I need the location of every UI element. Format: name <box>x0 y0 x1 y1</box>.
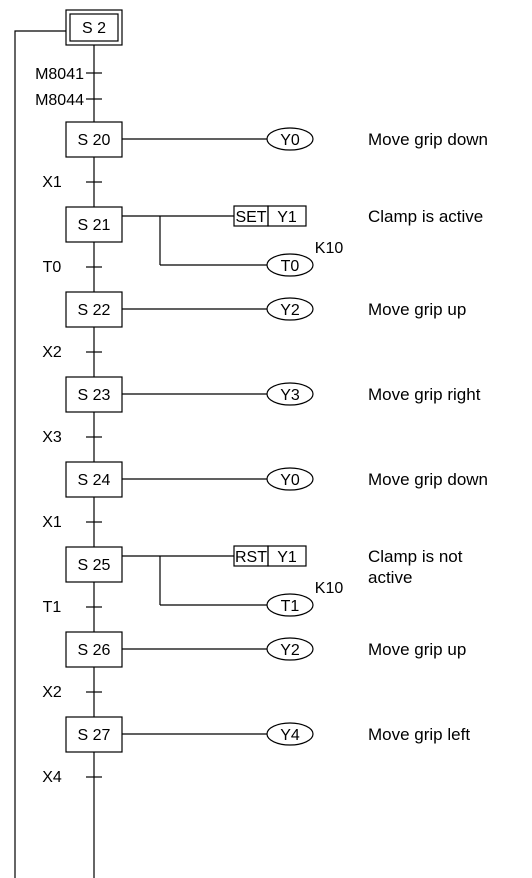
coil-label: Y0 <box>280 132 300 149</box>
step-description: active <box>368 568 412 587</box>
transition-label: T1 <box>43 599 62 616</box>
instr-arg-box <box>267 205 307 227</box>
transition-label: X3 <box>42 429 62 446</box>
coil-label: Y3 <box>280 387 300 404</box>
step-description: Move grip up <box>368 300 466 319</box>
step-description: Move grip up <box>368 640 466 659</box>
step-description: Clamp is not <box>368 547 463 566</box>
return-loop-line <box>14 30 66 878</box>
step-label: S 20 <box>78 132 111 149</box>
initial-step-label: S 2 <box>82 20 106 37</box>
step-label: S 22 <box>78 302 111 319</box>
coil-label: T0 <box>281 258 300 275</box>
step-label: S 26 <box>78 642 111 659</box>
transition-label: X2 <box>42 684 62 701</box>
step-description: Move grip down <box>368 130 488 149</box>
coil-ellipse <box>266 722 314 746</box>
step-label: S 24 <box>78 472 111 489</box>
coil-ellipse <box>266 593 314 617</box>
coil-ellipse <box>266 637 314 661</box>
transition-label: X1 <box>42 514 62 531</box>
coil-preset: K10 <box>315 580 344 597</box>
instr-arg-label: Y1 <box>277 209 297 226</box>
transition-label: X4 <box>42 769 62 786</box>
instr-op-label: SET <box>235 209 266 226</box>
coil-ellipse <box>266 297 314 321</box>
coil-ellipse <box>266 467 314 491</box>
instr-arg-box <box>267 545 307 567</box>
coil-label: Y0 <box>280 472 300 489</box>
instr-op-label: RST <box>235 549 267 566</box>
coil-ellipse <box>266 253 314 277</box>
step-label: S 23 <box>78 387 111 404</box>
transition-label: T0 <box>43 259 62 276</box>
initial-step-inner-box <box>69 13 119 42</box>
coil-label: T1 <box>281 598 300 615</box>
coil-ellipse <box>266 127 314 151</box>
step-description: Move grip left <box>368 725 470 744</box>
coil-label: Y4 <box>280 727 300 744</box>
transition-label: X2 <box>42 344 62 361</box>
instr-arg-label: Y1 <box>277 549 297 566</box>
step-label: S 21 <box>78 217 111 234</box>
coil-label: Y2 <box>280 642 300 659</box>
coil-ellipse <box>266 382 314 406</box>
step-description: Move grip down <box>368 470 488 489</box>
step-label: S 27 <box>78 727 111 744</box>
step-description: Move grip right <box>368 385 481 404</box>
step-description: Clamp is active <box>368 207 483 226</box>
coil-preset: K10 <box>315 240 344 257</box>
initial-condition-2: M8044 <box>35 92 84 109</box>
initial-condition-1: M8041 <box>35 66 84 83</box>
transition-label: X1 <box>42 174 62 191</box>
coil-label: Y2 <box>280 302 300 319</box>
step-label: S 25 <box>78 557 111 574</box>
